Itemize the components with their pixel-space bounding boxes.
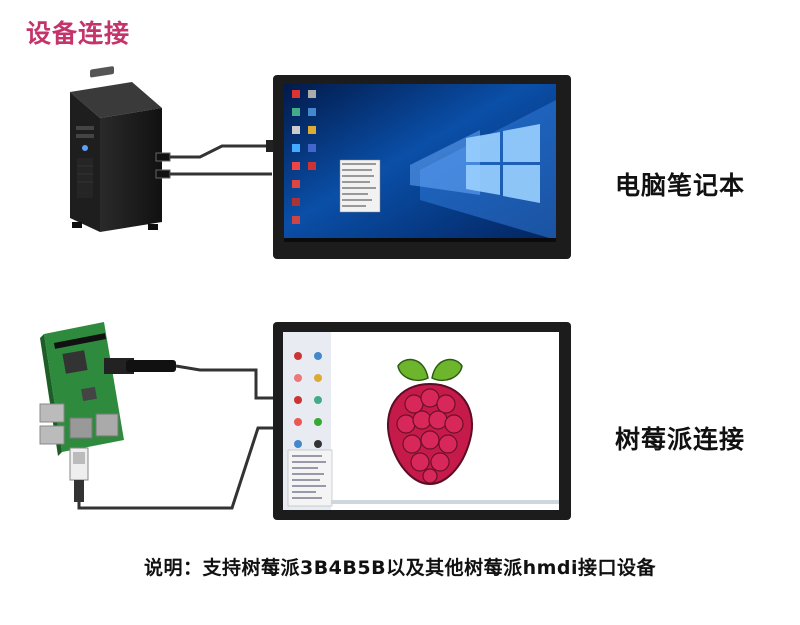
page-title: 设备连接 [26, 19, 131, 48]
raspberry-pi-board-icon [39, 322, 176, 502]
hdmi-cable [170, 144, 272, 176]
row-label-computer: 电脑笔记本 [615, 171, 746, 200]
raspberry-pi-logo-icon [387, 358, 473, 486]
row-label-raspberry-pi: 树莓派连接 [615, 425, 746, 454]
hdmi-cable [77, 364, 274, 510]
monitor-port [266, 140, 274, 152]
desktop-tower-icon [70, 66, 171, 232]
footer-note: 说明：支持树莓派3B4B5B以及其他树莓派hmdi接口设备 [143, 557, 657, 579]
monitor-raspberry-pi [273, 322, 571, 520]
monitor-windows [273, 75, 571, 259]
